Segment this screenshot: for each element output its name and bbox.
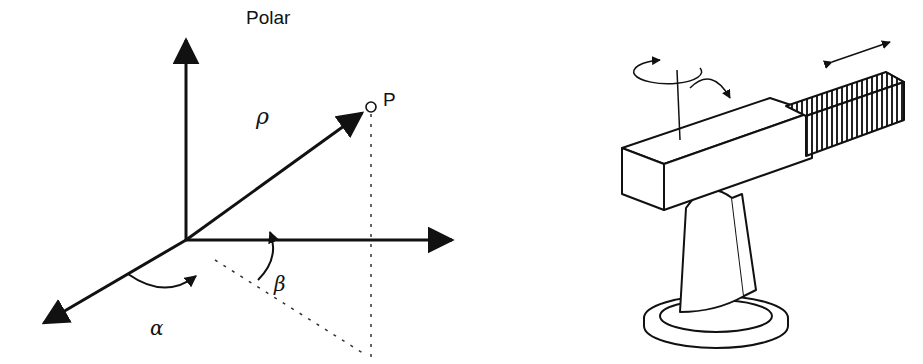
motion-arrows <box>634 42 890 140</box>
axes <box>44 40 452 323</box>
vector-label: ρ <box>256 106 269 128</box>
point-label: P <box>383 90 396 109</box>
angle-arcs <box>128 232 273 288</box>
polar-robot <box>622 72 904 348</box>
diagram-heading: Polar <box>246 8 290 27</box>
point-p <box>366 102 376 112</box>
angle-label: β <box>274 274 286 294</box>
angle-label: α <box>150 318 164 338</box>
projection-lines <box>215 114 371 360</box>
